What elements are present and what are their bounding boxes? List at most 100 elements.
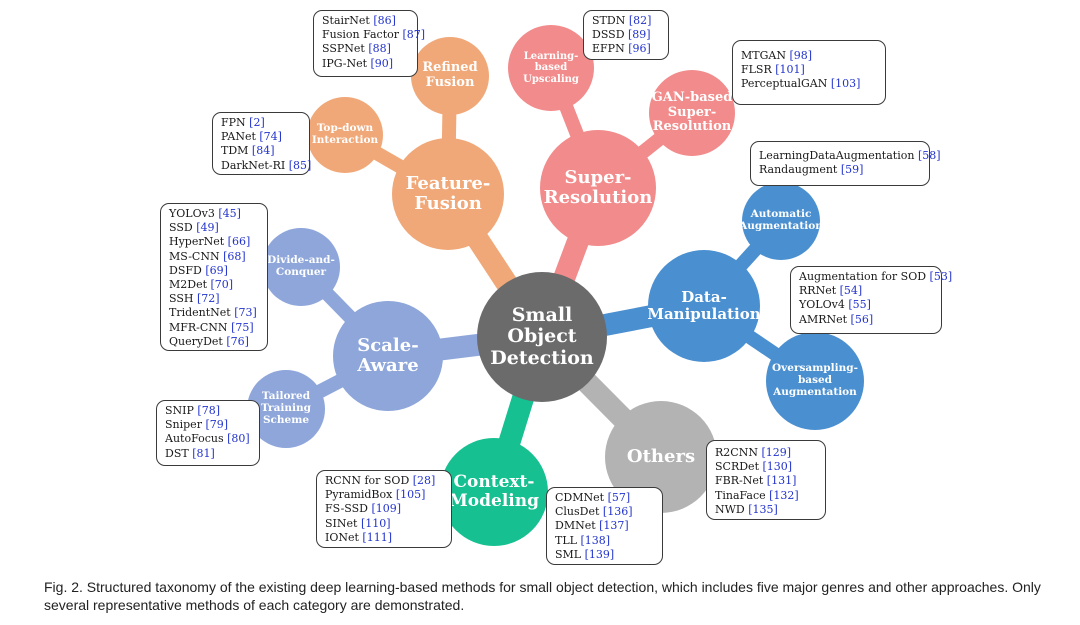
center-node: Small Object Detection	[477, 272, 607, 402]
methods-box-divide-conquer: YOLOv3 [45]SSD [49]HyperNet [66]MS-CNN […	[160, 203, 268, 351]
method-item: QueryDet [76]	[169, 335, 259, 349]
method-ref: [87]	[402, 28, 426, 42]
method-ref: [75]	[231, 320, 254, 334]
method-name: Augmentation for SOD	[799, 270, 930, 283]
genre-feature-fusion: Feature- Fusion	[392, 138, 504, 250]
method-name: FBR-Net	[715, 474, 767, 488]
method-item: Fusion Factor [87]	[322, 28, 425, 42]
sub-gan-sr: GAN-based Super- Resolution	[649, 70, 735, 156]
method-item: FPN [2]	[221, 116, 301, 130]
methods-box-auto-aug: LearningDataAugmentation [58]Randaugment…	[750, 141, 941, 186]
method-item: HyperNet [66]	[169, 235, 259, 249]
method-item: DMNet [137]	[555, 519, 654, 533]
method-name: M2Det	[169, 278, 211, 292]
method-item: TDM [84]	[221, 144, 301, 158]
method-item: SSPNet [88]	[322, 42, 409, 56]
method-name: Sniper	[165, 418, 206, 432]
method-item: Randaugment [59]	[759, 163, 921, 177]
method-ref: [79]	[205, 418, 229, 432]
method-item: AutoFocus [80]	[165, 432, 251, 446]
method-item: SCRDet [130]	[715, 460, 817, 474]
method-item: R2CNN [129]	[715, 446, 817, 460]
method-item: DST [81]	[165, 447, 251, 461]
method-ref: [110]	[360, 516, 391, 530]
method-ref: [76]	[226, 334, 249, 348]
methods-box-oversampling: Augmentation for SOD [53]RRNet [54]YOLOv…	[790, 266, 952, 334]
method-ref: [96]	[628, 42, 651, 56]
sub-automatic-augmentation: Automatic Augmentation	[739, 182, 823, 260]
method-ref: [70]	[210, 278, 234, 292]
method-item: SNIP [78]	[165, 404, 251, 418]
method-ref: [74]	[259, 130, 282, 144]
method-name: SINet	[325, 516, 361, 530]
method-item: SINet [110]	[325, 517, 443, 531]
method-item: IONet [111]	[325, 531, 443, 545]
center-label: Small Object Detection	[490, 304, 594, 369]
method-name: QueryDet	[169, 334, 227, 348]
method-name: LearningDataAugmentation	[759, 149, 918, 162]
genre-data-manipulation: Data- Manipulation	[647, 250, 761, 362]
method-name: SSH	[169, 292, 197, 306]
method-ref: [98]	[789, 49, 813, 62]
method-ref: [82]	[628, 14, 652, 27]
method-ref: [69]	[205, 263, 228, 277]
genre-super-resolution: Super- Resolution	[540, 130, 656, 246]
method-name: IONet	[325, 530, 363, 544]
method-ref: [66]	[227, 235, 251, 249]
method-ref: [53]	[929, 270, 953, 283]
method-item: MFR-CNN [75]	[169, 321, 259, 335]
method-ref: [57]	[607, 491, 631, 504]
method-name: DSSD	[592, 28, 629, 42]
method-name: DSFD	[169, 263, 206, 277]
method-item: M2Det [70]	[169, 278, 259, 292]
method-name: STDN	[592, 14, 629, 27]
method-name: SCRDet	[715, 460, 763, 474]
method-ref: [78]	[197, 404, 220, 417]
method-ref: [129]	[761, 446, 792, 459]
method-ref: [139]	[584, 547, 615, 561]
method-name: Fusion Factor	[322, 28, 403, 42]
method-item: PyramidBox [105]	[325, 488, 443, 502]
method-name: IPG-Net	[322, 56, 371, 70]
method-item: FLSR [101]	[741, 63, 877, 77]
method-item: SSH [72]	[169, 292, 259, 306]
method-name: PerceptualGAN	[741, 77, 831, 91]
method-item: CDMNet [57]	[555, 491, 654, 505]
genre-others-label: Others	[626, 445, 696, 467]
method-item: YOLOv4 [55]	[799, 298, 933, 312]
method-ref: [55]	[848, 298, 871, 312]
method-item: STDN [82]	[592, 14, 660, 28]
method-name: RCNN for SOD	[325, 474, 413, 487]
method-name: YOLOv4	[799, 298, 849, 312]
method-item: FS-SSD [109]	[325, 502, 443, 516]
sub-top-down-interaction: Top-down Interaction	[307, 97, 383, 173]
method-ref: [105]	[395, 488, 426, 502]
method-ref: [90]	[370, 56, 394, 70]
method-name: TinaFace	[715, 488, 770, 502]
method-item: TridentNet [73]	[169, 306, 259, 320]
method-item: DSSD [89]	[592, 28, 660, 42]
sub-tailored-training: Tailored Training Scheme	[247, 370, 325, 448]
method-ref: [138]	[580, 533, 611, 547]
method-name: FPN	[221, 116, 250, 129]
method-item: Augmentation for SOD [53]	[799, 270, 952, 284]
methods-box-tailored: SNIP [78]Sniper [79]AutoFocus [80]DST [8…	[156, 400, 260, 466]
method-item: StairNet [86]	[322, 14, 409, 28]
method-ref: [137]	[599, 519, 629, 533]
method-item: RCNN for SOD [28]	[325, 474, 443, 488]
method-name: TLL	[555, 533, 581, 547]
method-name: YOLOv3	[169, 207, 219, 220]
method-item: SML [139]	[555, 548, 654, 562]
method-ref: [2]	[249, 116, 265, 129]
sub-auto-aug-label: Automatic Augmentation	[739, 208, 823, 232]
method-item: IPG-Net [90]	[322, 57, 409, 71]
methods-box-others-b: CDMNet [57]ClusDet [136]DMNet [137]TLL […	[546, 487, 663, 565]
method-name: RRNet	[799, 284, 840, 298]
method-item: DSFD [69]	[169, 264, 259, 278]
method-ref: [85]	[288, 158, 312, 172]
method-ref: [59]	[840, 163, 864, 177]
method-name: DST	[165, 446, 193, 460]
methods-box-others-a: R2CNN [129]SCRDet [130]FBR-Net [131]Tina…	[706, 440, 826, 520]
method-name: MS-CNN	[169, 249, 224, 263]
